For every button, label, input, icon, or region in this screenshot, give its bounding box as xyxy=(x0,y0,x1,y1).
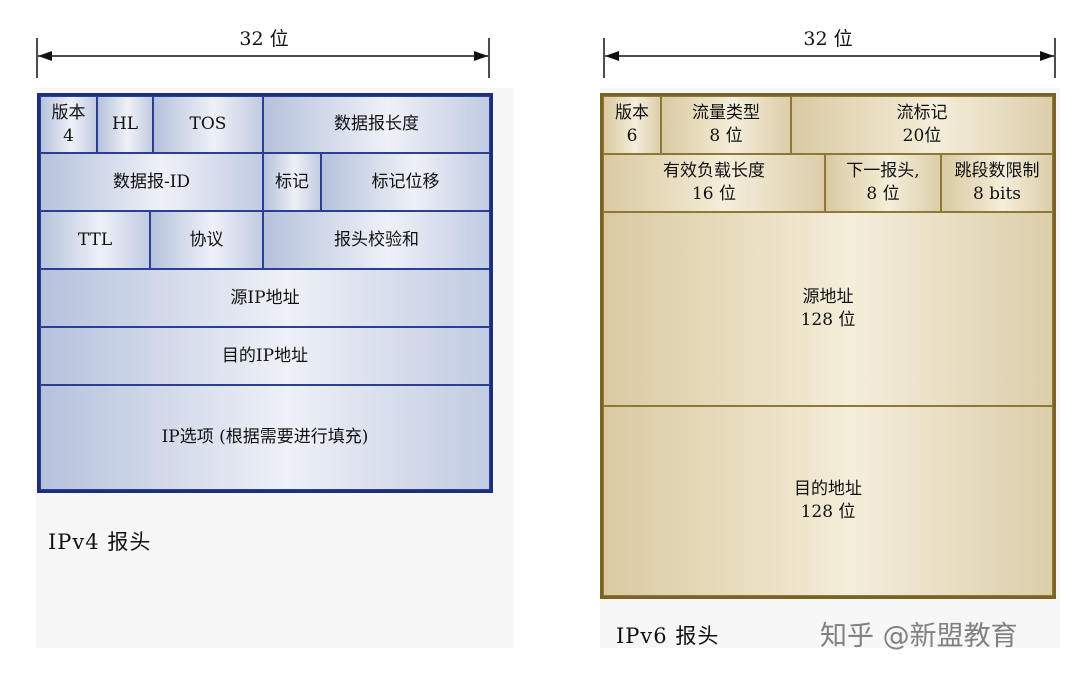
ipv6-source-address-cell: 源地址 128 位 xyxy=(603,212,1053,406)
ipv6-caption: IPv6 报头 xyxy=(616,624,720,648)
ipv4-protocol-cell: 协议 xyxy=(150,211,263,269)
ipv6-payload-length-cell: 有效负载长度 16 位 xyxy=(603,154,825,212)
ipv4-source-address-cell: 源IP地址 xyxy=(40,269,490,327)
ipv4-datagram-length-cell: 数据报长度 xyxy=(263,96,490,153)
ipv4-ttl-cell: TTL xyxy=(40,211,150,269)
ipv6-destination-address-cell: 目的地址 128 位 xyxy=(603,406,1053,596)
ipv4-width-arrow xyxy=(36,38,490,78)
ipv4-width-label: 32 位 xyxy=(239,28,289,50)
ipv4-header-checksum-cell: 报头校验和 xyxy=(263,211,490,269)
ipv4-version-cell: 版本 4 xyxy=(40,96,97,153)
ipv4-hl-cell: HL xyxy=(97,96,153,153)
ipv6-flow-label-cell: 流标记 20位 xyxy=(791,96,1053,154)
ipv6-width-arrow xyxy=(603,38,1056,78)
ipv4-fragment-offset-cell: 标记位移 xyxy=(321,153,490,211)
ipv6-traffic-class-cell: 流量类型 8 位 xyxy=(661,96,791,154)
ipv4-destination-address-cell: 目的IP地址 xyxy=(40,327,490,385)
ipv6-width-label: 32 位 xyxy=(803,28,853,50)
ipv4-datagram-id-cell: 数据报-ID xyxy=(40,153,263,211)
ipv4-caption: IPv4 报头 xyxy=(48,530,152,554)
ipv6-next-header-cell: 下一报头, 8 位 xyxy=(825,154,941,212)
ipv6-header-table: 版本 6 流量类型 8 位 流标记 20位 有效负载长度 16 位 下一报头, … xyxy=(600,93,1056,599)
ipv6-version-cell: 版本 6 xyxy=(603,96,661,154)
ipv6-hop-limit-cell: 跳段数限制 8 bits xyxy=(941,154,1053,212)
zhihu-watermark: 知乎 @新盟教育 xyxy=(820,621,1018,652)
ipv4-tos-cell: TOS xyxy=(153,96,263,153)
ipv4-header-table: 版本 4 HL TOS 数据报长度 数据报-ID 标记 标记位移 TTL 协议 … xyxy=(37,93,493,493)
ipv4-flags-cell: 标记 xyxy=(263,153,321,211)
ipv4-options-cell: IP选项 (根据需要进行填充) xyxy=(40,385,490,490)
